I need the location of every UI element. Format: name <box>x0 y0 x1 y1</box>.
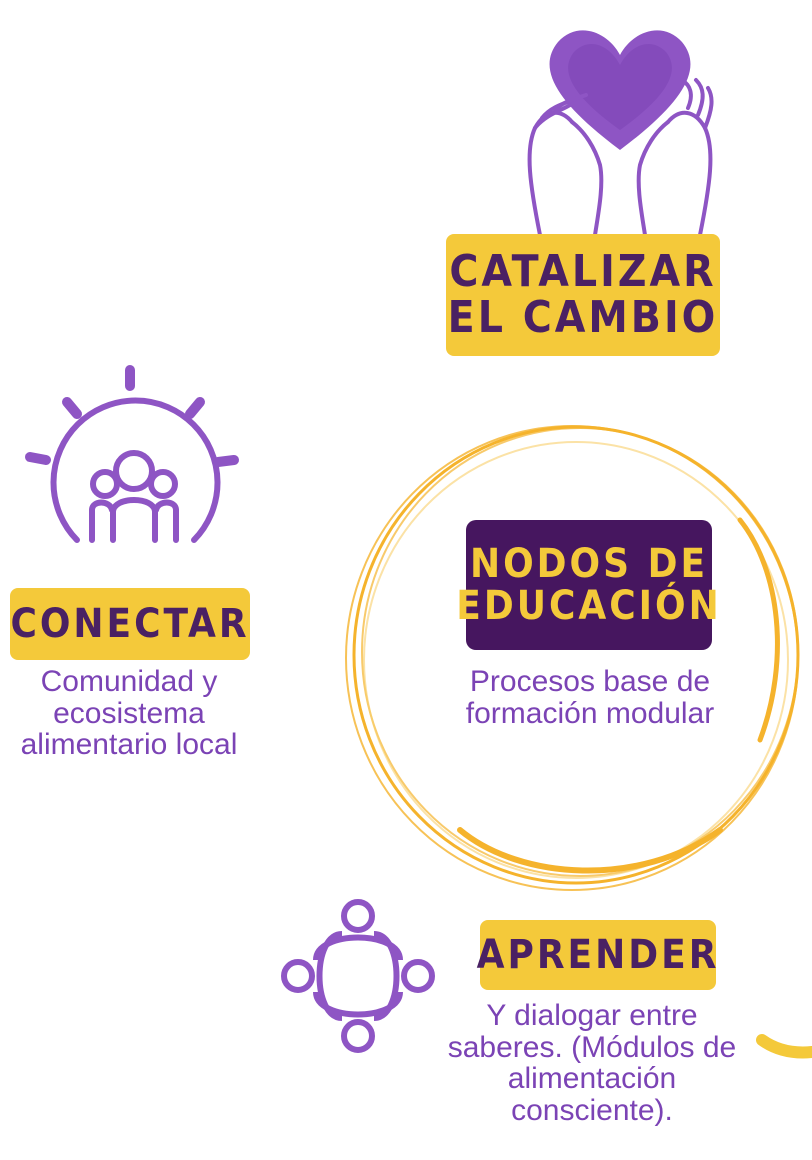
conectar-description: Comunidad y ecosistema alimentario local <box>20 665 238 761</box>
aprender-title: APRENDER <box>476 932 720 978</box>
aprender-tag: APRENDER <box>477 920 716 990</box>
center-description: Procesos base de formación modular <box>465 665 715 730</box>
conectar-tag: CONECTAR <box>10 588 250 660</box>
aprender-description: Y dialogar entre saberes. (Módulos de al… <box>447 999 737 1127</box>
center-title-box: NODOS DE EDUCACIÓN <box>456 520 719 650</box>
center-title: NODOS DE EDUCACIÓN <box>456 541 722 629</box>
community-sun-icon <box>25 365 239 543</box>
catalizar-title: CATALIZAR EL CAMBIO <box>447 245 719 343</box>
circle-people-icon <box>281 899 435 1053</box>
conectar-title: CONECTAR <box>10 601 250 647</box>
catalizar-tag: CATALIZAR EL CAMBIO <box>446 234 720 356</box>
decorative-stroke <box>756 1034 812 1059</box>
heart-hands-icon <box>527 30 714 237</box>
center-circle <box>345 425 800 891</box>
